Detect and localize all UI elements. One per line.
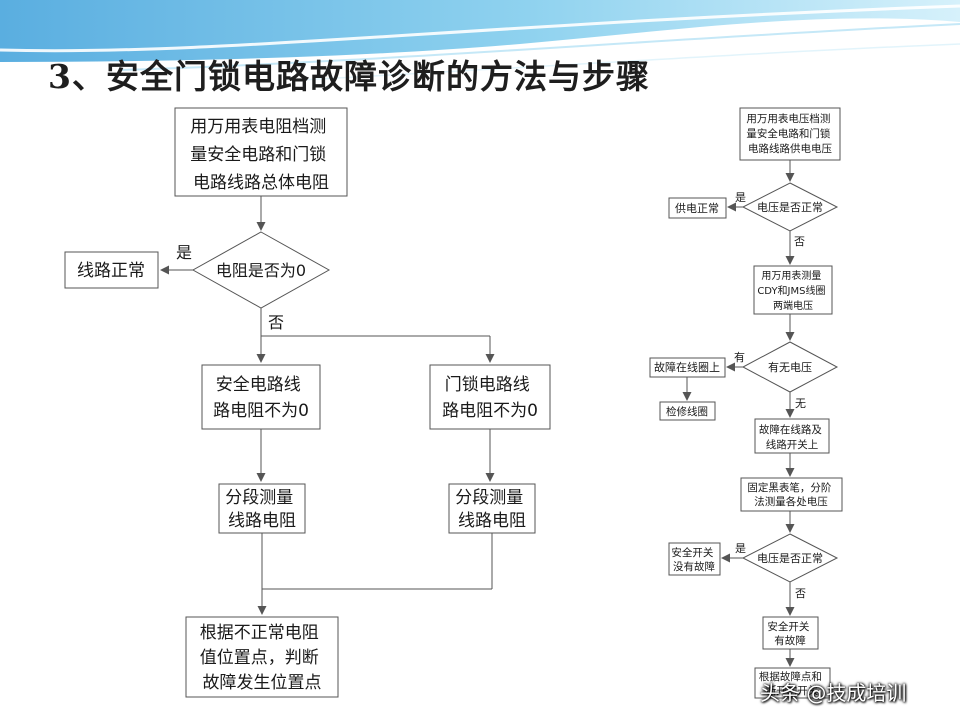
right-d1-yes-result: 供电正常 [675,201,719,215]
right-box-6 [754,667,831,699]
right-repair-label: 检修线圈 [666,405,708,418]
right-start-box [739,107,841,161]
right-d2-no-label: 无 [795,397,806,410]
right-box3-line-2: 线路开关上 [766,438,819,451]
left-start-box [174,107,348,197]
svg-text:安全开关 没有故障: 安全开关 没有故障 [671,546,716,573]
right-box-5 [762,616,819,650]
left-branch-safety-line-1: 安全电路线 [216,375,301,395]
right-box6-line-2: 断开的开关 [766,684,819,697]
left-measure-1-line-1: 分段测量 [225,488,293,508]
left-measure-2-line-2: 线路电阻 [458,511,526,531]
right-flowchart: 用万用表电压档测 量安全电路和门锁 电路线路供电电压 电压是否正常 是 供电正常… [649,107,843,699]
left-final-line-1: 根据不正常电阻 [200,623,319,643]
right-d1-yes-label: 是 [735,191,746,204]
left-final-line-2: 值位置点，判断 [200,648,319,668]
svg-text:故障在线路及 线路开关上: 故障在线路及 线路开关上 [759,423,825,451]
right-box2-line-2: CDY和JMS线圈 [757,284,825,297]
svg-text:安全电路线 路电阻不为0: 安全电路线 路电阻不为0 [213,375,309,421]
left-measure-1-line-2: 线路电阻 [228,511,296,531]
right-box6-line-1: 根据故障点和 [759,670,822,683]
left-branch-door-line-1: 门锁电路线 [445,375,530,395]
right-d1-no-label: 否 [794,235,805,248]
svg-text:用万用表电阻档测 量安全电路和门锁: 用万用表电阻档测 量安全电路和门锁 电路线路总体电阻 [190,117,331,193]
right-box4-line-1: 固定黑表笔，分阶 [747,481,831,494]
right-box4-line-2: 法测量各处电压 [754,495,828,508]
left-final-box [185,616,339,698]
right-box-4 [740,477,843,512]
svg-text:门锁电路线 路电阻不为0: 门锁电路线 路电阻不为0 [442,375,538,421]
left-decision-label: 电阻是否为0 [216,261,306,280]
right-start-line-1: 用万用表电压档测 [746,112,830,125]
watermark: 头条 @技成培训 [760,681,907,705]
svg-text:根据不正常电阻 值位置点，判断 故障: 根据不正常电阻 值位置点，判断 故障发生位置点 [200,623,324,693]
svg-text:根据故障点和 断开的开关: 根据故障点和 断开的开关 [759,670,825,697]
right-box2-line-3: 两端电压 [773,299,813,312]
right-box-3 [754,418,830,454]
right-d2-yes-label: 有 [734,350,745,364]
right-box2-line-1: 用万用表测量 [761,269,821,282]
left-final-line-3: 故障发生位置点 [203,673,322,693]
right-d3-yes-box [668,542,721,576]
left-start-line-2: 量安全电路和门锁 [190,145,326,165]
left-yes-label: 是 [176,243,192,262]
svg-text:用万用表测量 CDY和JMS线圈 两: 用万用表测量 CDY和JMS线圈 两端电压 [757,269,828,312]
svg-text:安全开关 有故障: 安全开关 有故障 [767,620,812,647]
left-branch-safety-line-2: 路电阻不为0 [213,401,309,421]
left-measure-box-1 [218,483,306,534]
left-flowchart: 用万用表电阻档测 量安全电路和门锁 电路线路总体电阻 电阻是否为0 是 线路正常… [64,107,551,698]
svg-text:分段测量 线路电阻: 分段测量 线路电阻 [455,488,528,531]
left-no-label: 否 [268,313,284,332]
svg-text:分段测量 线路电阻: 分段测量 线路电阻 [225,488,298,531]
header-swoosh-2 [119,23,960,71]
svg-text:用万用表电压档测 量安全电路和门锁: 用万用表电压档测 量安全电路和门锁 电路线路供电电压 [746,112,833,155]
right-d3-yes-line-1: 安全开关 [671,546,713,559]
right-repair-box [659,401,716,421]
right-d2-yes-result: 故障在线圈上 [654,360,720,374]
left-yes-result-box [64,251,159,289]
left-start-line-3: 电路线路总体电阻 [193,173,329,193]
right-decision-3-label: 电压是否正常 [757,552,823,565]
right-d3-no-label: 否 [795,587,806,600]
right-d3-yes-line-2: 没有故障 [673,560,715,573]
right-box5-line-1: 安全开关 [767,620,809,633]
header-swoosh-3 [299,43,960,81]
left-branch-door-line-2: 路电阻不为0 [442,401,538,421]
right-decision-1-label: 电压是否正常 [757,201,823,214]
right-decision-2-label: 有无电压 [768,360,812,374]
left-yes-result: 线路正常 [77,261,145,281]
header-swoosh-1 [0,4,960,53]
right-d1-yes-box [668,197,727,219]
left-measure-box-2 [448,483,536,534]
right-box3-line-1: 故障在线路及 [759,423,822,436]
slide-title: 3、安全门锁电路故障诊断的方法与步骤 [48,57,650,96]
svg-text:固定黑表笔，分阶 法测量各处电压: 固定黑表笔，分阶 法测量各处电压 [747,481,834,508]
right-start-line-2: 量安全电路和门锁 [746,127,830,140]
right-d3-yes-label: 是 [735,542,746,555]
left-start-line-1: 用万用表电阻档测 [190,117,326,137]
left-measure-2-line-1: 分段测量 [455,488,523,508]
right-start-line-3: 电路线路供电电压 [748,142,832,155]
right-box-2 [753,265,833,315]
right-box5-line-2: 有故障 [774,634,806,647]
